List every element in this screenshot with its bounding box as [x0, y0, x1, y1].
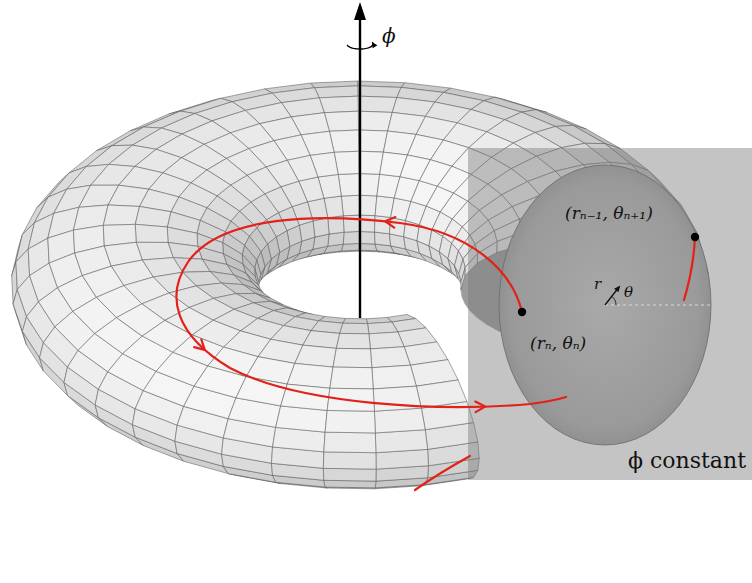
mesh-facet [329, 130, 358, 152]
rotation-label: ϕ [382, 24, 396, 48]
mesh-facet [135, 224, 168, 242]
mesh-facet [103, 205, 139, 225]
trajectory-arrowhead [475, 402, 485, 413]
trajectory [684, 237, 695, 300]
annotation-layer [176, 2, 752, 490]
mesh-facet [319, 96, 358, 113]
trajectory-arrowhead [194, 339, 205, 349]
mesh-facet [325, 410, 375, 432]
mesh-facet [324, 111, 358, 131]
mesh-facet [323, 452, 376, 469]
axis-arrowhead [354, 2, 366, 20]
mesh-facet [324, 480, 376, 488]
mesh-facet [461, 267, 465, 289]
intersection-point [691, 233, 699, 241]
mesh-facet [358, 111, 392, 131]
point-label: (rₙ₋₁, θₙ₊₁) [565, 203, 653, 223]
mesh-facet [328, 232, 344, 246]
trajectory [176, 218, 566, 407]
mesh-facet [341, 243, 359, 250]
rotation-axis [359, 16, 361, 318]
mesh-facet [359, 231, 375, 244]
mesh-facet [136, 242, 173, 260]
trajectory-arrowhead [385, 217, 395, 227]
mesh-facet [359, 215, 375, 232]
mesh-facet [336, 333, 370, 348]
mesh-facet [373, 386, 421, 411]
plane-label: ϕ constant [628, 448, 746, 474]
trajectory [415, 456, 470, 490]
point-label: (rₙ, θₙ) [530, 333, 586, 353]
mesh-facet [343, 318, 368, 323]
mesh-facet [340, 323, 369, 334]
mesh-facet [372, 365, 416, 389]
angle-label: θ [624, 283, 633, 301]
mesh-facet [359, 195, 377, 215]
intersection-point [518, 308, 526, 316]
mesh-facet [374, 408, 425, 433]
mesh-facet [358, 86, 401, 98]
mesh-facet [359, 174, 380, 196]
constant-phi-plane [468, 148, 752, 480]
angle-arc [612, 296, 616, 305]
mesh-facet [324, 432, 376, 453]
radius-arrowhead [614, 285, 620, 292]
mesh-facet [358, 96, 397, 112]
mesh-facet [375, 232, 391, 246]
mesh-facet [338, 174, 359, 197]
mesh-facet [343, 231, 359, 244]
mesh-facet [315, 86, 358, 98]
mesh-facet [359, 243, 377, 250]
mesh-facet [333, 348, 372, 367]
mesh-facet [416, 380, 467, 408]
mesh-facet [330, 367, 373, 389]
rotation-arrow [347, 42, 373, 49]
mesh-facet [135, 206, 171, 227]
mesh-facet [369, 332, 404, 349]
mesh-facet [359, 151, 384, 174]
mesh-facet [323, 468, 376, 481]
reference-line [605, 305, 711, 306]
mesh-facet [375, 430, 427, 453]
rotation-arrowhead [372, 42, 377, 48]
radius-label: r [594, 275, 601, 293]
mesh-facet [370, 347, 410, 368]
mesh-facet [334, 151, 359, 174]
mesh-facet [359, 130, 388, 152]
mesh-facet [341, 195, 359, 215]
